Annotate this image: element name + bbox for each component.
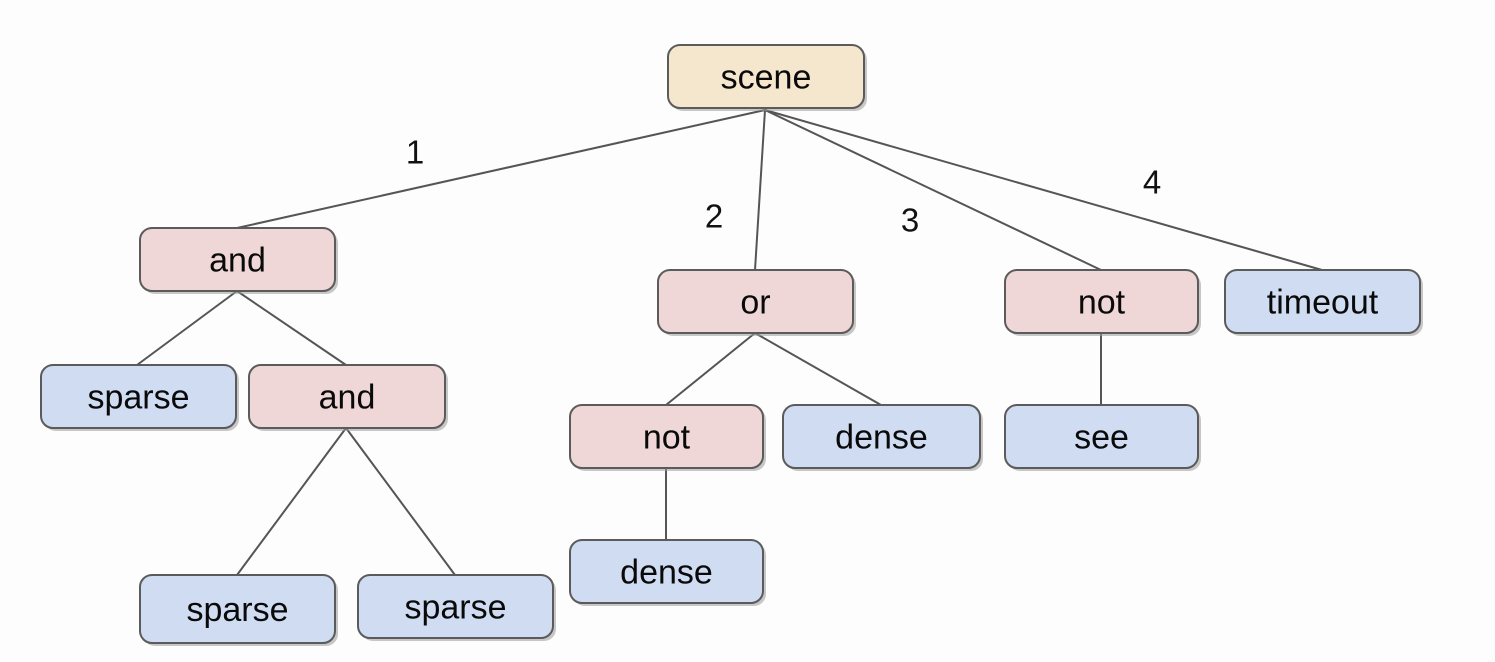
tree-edge-scene-to-not1 <box>764 109 1102 271</box>
node-box-sparse2[interactable] <box>139 574 336 644</box>
tree-node-see1[interactable]: see <box>1004 404 1201 471</box>
tree-node-not1[interactable]: not <box>1004 269 1201 336</box>
node-label-not1: not <box>1078 284 1126 322</box>
tree-edge-and2-to-sparse3 <box>345 427 456 576</box>
tree-node-dense2[interactable]: dense <box>569 539 766 606</box>
tree-edge-and1-to-and2 <box>236 290 347 366</box>
tree-node-not2[interactable]: not <box>569 404 766 471</box>
node-box-dense2[interactable] <box>569 539 764 604</box>
tree-node-and2[interactable]: and <box>248 364 448 431</box>
node-label-or1: or <box>740 284 770 322</box>
tree-edge-or1-to-not2 <box>665 332 756 406</box>
node-box-see1[interactable] <box>1004 404 1199 469</box>
edge-label-3: 3 <box>901 202 919 239</box>
node-label-dense2: dense <box>620 554 713 592</box>
node-box-not2[interactable] <box>569 404 764 469</box>
edge-labels-layer: 1 2 3 4 <box>406 134 1161 239</box>
tree-edge-and1-to-sparse1 <box>136 290 238 366</box>
node-box-and2[interactable] <box>248 364 446 429</box>
edges-layer <box>136 109 1323 576</box>
node-label-scene: scene <box>721 59 812 97</box>
node-box-or1[interactable] <box>657 269 854 334</box>
tree-node-and1[interactable]: and <box>139 227 338 294</box>
node-box-timeout1[interactable] <box>1224 269 1421 334</box>
tree-node-sparse2[interactable]: sparse <box>139 574 338 646</box>
node-label-sparse1: sparse <box>87 379 189 417</box>
node-label-dense1: dense <box>835 419 928 457</box>
node-label-and1: and <box>209 242 266 280</box>
tree-edge-scene-to-or1 <box>754 109 766 271</box>
node-label-see1: see <box>1074 419 1129 457</box>
tree-node-or1[interactable]: or <box>657 269 856 336</box>
node-box-scene[interactable] <box>667 44 865 109</box>
tree-node-sparse1[interactable]: sparse <box>40 364 239 431</box>
tree-edge-scene-to-timeout1 <box>764 109 1323 271</box>
nodes-layer: scene and or not timeout sparse and not dense see… <box>40 44 1423 646</box>
node-label-sparse3: sparse <box>404 589 506 627</box>
node-label-not2: not <box>643 419 691 457</box>
edge-label-1: 1 <box>406 134 424 171</box>
tree-edge-scene-to-and1 <box>236 109 766 229</box>
tree-edge-or1-to-dense1 <box>754 332 882 406</box>
edge-label-4: 4 <box>1143 164 1161 201</box>
node-box-and1[interactable] <box>139 227 336 292</box>
node-label-sparse2: sparse <box>186 591 288 629</box>
node-label-timeout1: timeout <box>1267 284 1379 322</box>
node-box-sparse1[interactable] <box>40 364 237 429</box>
node-box-sparse3[interactable] <box>357 574 554 639</box>
tree-edge-and2-to-sparse2 <box>236 427 347 576</box>
edge-label-2: 2 <box>705 198 723 235</box>
tree-node-scene[interactable]: scene <box>667 44 867 111</box>
node-box-dense1[interactable] <box>782 404 981 469</box>
tree-node-timeout1[interactable]: timeout <box>1224 269 1423 336</box>
tree-node-sparse3[interactable]: sparse <box>357 574 556 641</box>
node-box-not1[interactable] <box>1004 269 1199 334</box>
node-label-and2: and <box>319 379 376 417</box>
tree-node-dense1[interactable]: dense <box>782 404 983 471</box>
